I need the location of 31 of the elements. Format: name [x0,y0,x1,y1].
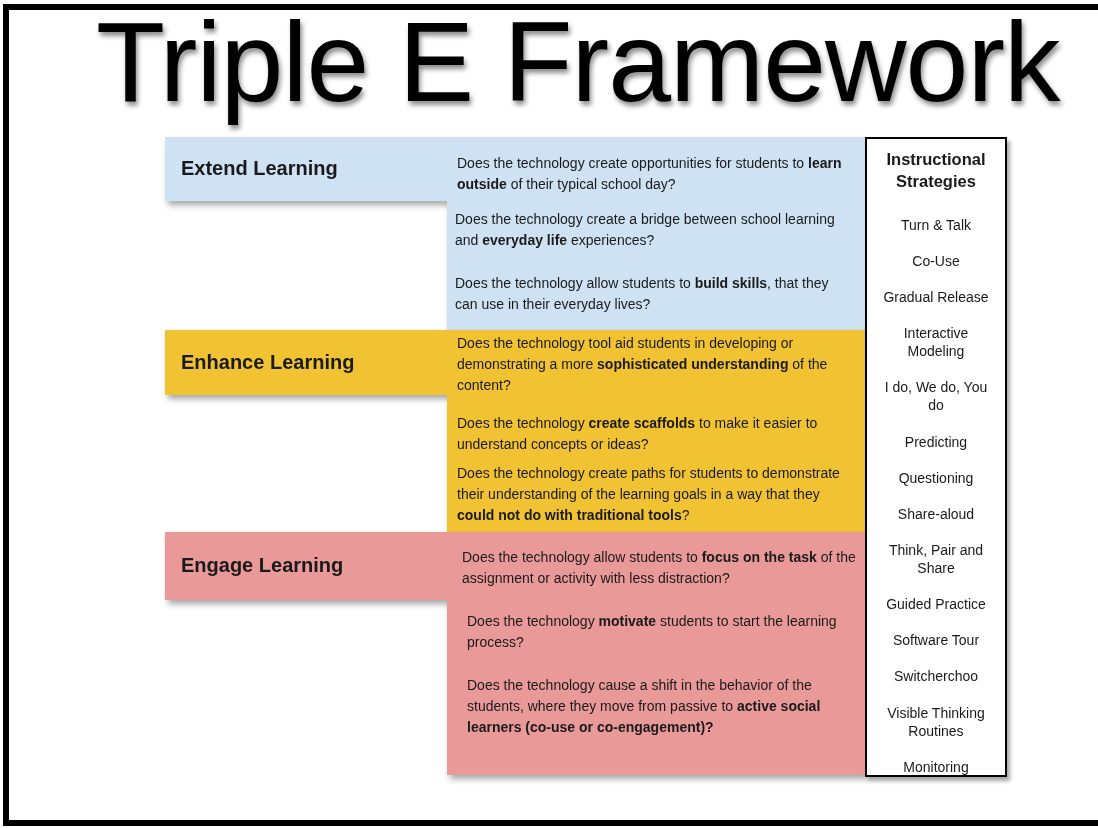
strategy-item: Monitoring [902,758,970,776]
strategy-item: I do, We do, You do [883,378,989,414]
guiding-question: Does the technology create scaffolds to make it easier to understand concepts or ideas? [457,414,819,454]
category-band [165,137,865,330]
guiding-question: Does the technology allow students to build skills, that they can use in their everyday lives? [455,274,830,314]
strategy-item: Guided Practice [885,595,987,613]
strategy-item: Share-aloud [896,505,976,523]
strategy-item: Interactive Modeling [902,324,970,360]
category-heading: Enhance Learning [181,349,355,375]
strategy-item: Turn & Talk [900,216,972,234]
guiding-question: Does the technology create opportunities for students to learn outside of their typical school day? [457,154,843,194]
guiding-question: Does the technology create a bridge between school learning and everyday life experiences? [455,210,836,250]
strategy-item: Predicting [903,433,969,451]
strategies-panel [865,137,1007,777]
strategy-item: Software Tour [891,631,981,649]
guiding-question: Does the technology tool aid students in developing or demonstrating a more sophisticated understanding of the content? [457,334,829,395]
strategy-item: Switcherchoo [892,667,979,685]
strategy-item: Co-Use [911,252,961,270]
guiding-question: Does the technology cause a shift in the behavior of the students, where they move from passive to active social learners (co-use or co-engagement)? [467,676,822,737]
category-heading: Extend Learning [181,156,338,181]
strategy-item: Gradual Release [882,288,990,306]
guiding-question: Does the technology create paths for students to demonstrate their understanding of the learning goals in a way that they could not do with traditional tools? [457,464,841,525]
strategy-item: Think, Pair and Share [887,541,985,577]
category-band [165,330,865,532]
strategy-item: Visible Thinking Routines [886,704,986,740]
guiding-question: Does the technology motivate students to start the learning process? [467,612,838,652]
guiding-question: Does the technology allow students to focus on the task of the assignment or activity with less distraction? [462,548,857,588]
category-heading: Engage Learning [181,553,344,578]
panel-heading: Instructional Strategies [885,149,987,192]
strategy-item: Questioning [897,469,975,487]
category-band [165,532,865,775]
